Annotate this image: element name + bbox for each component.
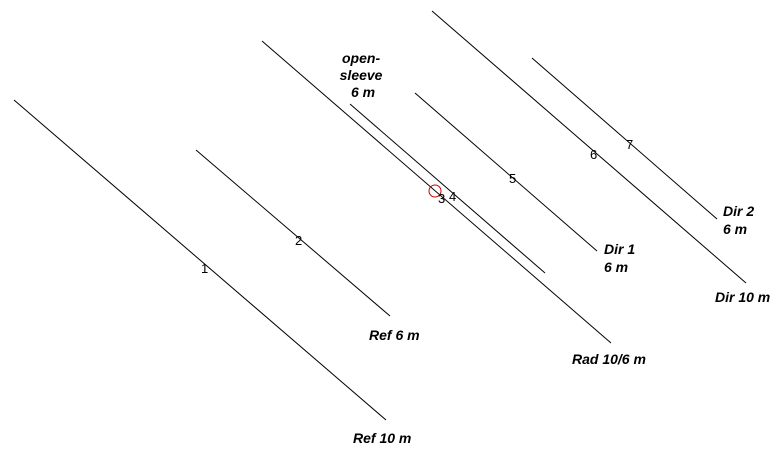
element-7-wire xyxy=(531,57,718,220)
element-2-number: 2 xyxy=(295,233,302,248)
element-7-director-2: 7 Dir 2 6 m xyxy=(531,57,758,237)
element-6-director-10m: 6 Dir 10 m xyxy=(431,10,770,305)
element-2-wire xyxy=(195,149,391,317)
element-5-label-line-2: 6 m xyxy=(604,259,628,275)
element-1-number: 1 xyxy=(201,261,208,276)
element-7-label-line-2: 6 m xyxy=(723,221,747,237)
element-6-label: Dir 10 m xyxy=(715,289,770,305)
element-4-label-line-3: 6 m xyxy=(351,84,375,100)
element-2-label: Ref 6 m xyxy=(369,327,420,343)
element-4-open-sleeve: 4 open- sleeve 6 m xyxy=(340,50,546,274)
element-3-radiator: 3 Rad 10/6 m xyxy=(261,40,646,367)
element-3-wire xyxy=(261,40,612,344)
element-1-label-line: Ref 10 m xyxy=(353,430,411,446)
element-7-label-line-1: Dir 2 xyxy=(723,203,754,219)
element-2-reflector-6m: 2 Ref 6 m xyxy=(195,149,420,343)
element-5-number: 5 xyxy=(509,171,516,186)
element-5-label: Dir 1 6 m xyxy=(604,241,639,275)
element-2-label-line: Ref 6 m xyxy=(369,327,420,343)
element-4-wire xyxy=(349,103,546,274)
element-1-reflector-10m: 1 Ref 10 m xyxy=(13,99,411,446)
feed-point-icon xyxy=(428,184,442,198)
element-4-label-line-1: open- xyxy=(342,50,380,66)
element-7-number: 7 xyxy=(626,137,633,152)
element-3-label: Rad 10/6 m xyxy=(572,351,646,367)
element-4-label-line-2: sleeve xyxy=(340,67,383,83)
element-1-label: Ref 10 m xyxy=(353,430,411,446)
element-3-label-line: Rad 10/6 m xyxy=(572,351,646,367)
element-1-wire xyxy=(13,99,387,421)
element-6-number: 6 xyxy=(590,147,597,162)
element-4-number: 4 xyxy=(449,189,456,204)
element-3-number: 3 xyxy=(438,191,445,206)
element-6-label-line: Dir 10 m xyxy=(715,289,770,305)
element-7-label: Dir 2 6 m xyxy=(723,203,758,237)
element-4-label: open- sleeve 6 m xyxy=(340,50,387,100)
element-5-label-line-1: Dir 1 xyxy=(604,241,635,257)
element-5-wire xyxy=(414,92,598,252)
element-5-director-1: 5 Dir 1 6 m xyxy=(414,92,639,275)
element-6-wire xyxy=(431,10,747,284)
